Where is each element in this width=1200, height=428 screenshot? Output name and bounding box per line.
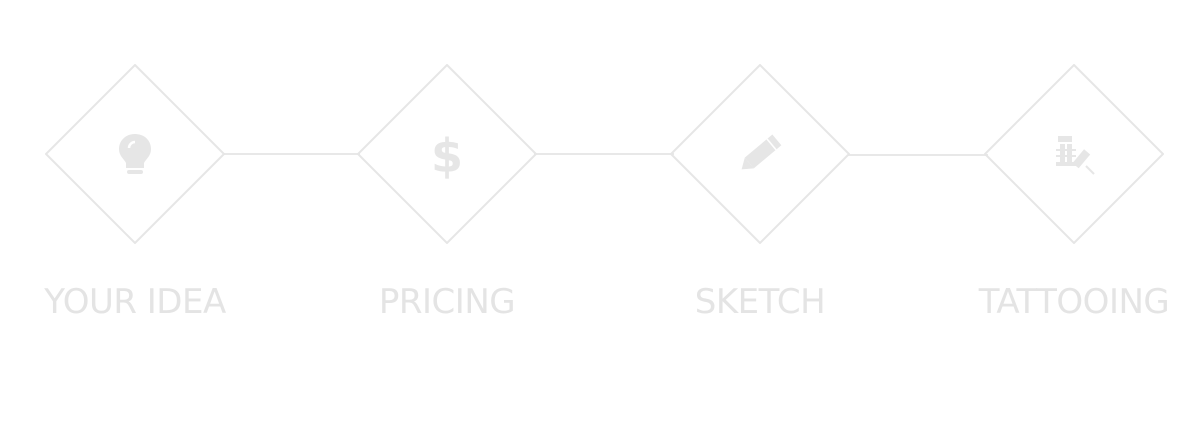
step-label-tattooing: TATTOOING [978,282,1170,322]
diamond-frame [45,64,225,244]
diamond-frame [670,64,850,244]
step-label-pricing: PRICING [378,282,516,322]
lightbulb-icon [119,134,151,174]
dollar-icon: $ [431,129,463,180]
diamond-frame [357,64,537,244]
pencil-icon [741,134,782,170]
tattoo-machine-icon [1056,136,1095,175]
connector-line-2 [534,153,674,155]
step-label-your-idea: YOUR IDEA [44,282,226,322]
step-tattooing[interactable] [984,64,1164,244]
step-sketch[interactable] [670,64,850,244]
step-your-idea[interactable] [45,64,225,244]
step-pricing[interactable]: $ [357,64,537,244]
connector-line-3 [848,154,988,156]
svg-text:$: $ [431,129,463,180]
step-label-sketch: SKETCH [694,282,826,322]
diamond-frame [984,64,1164,244]
connector-line-1 [224,153,360,155]
